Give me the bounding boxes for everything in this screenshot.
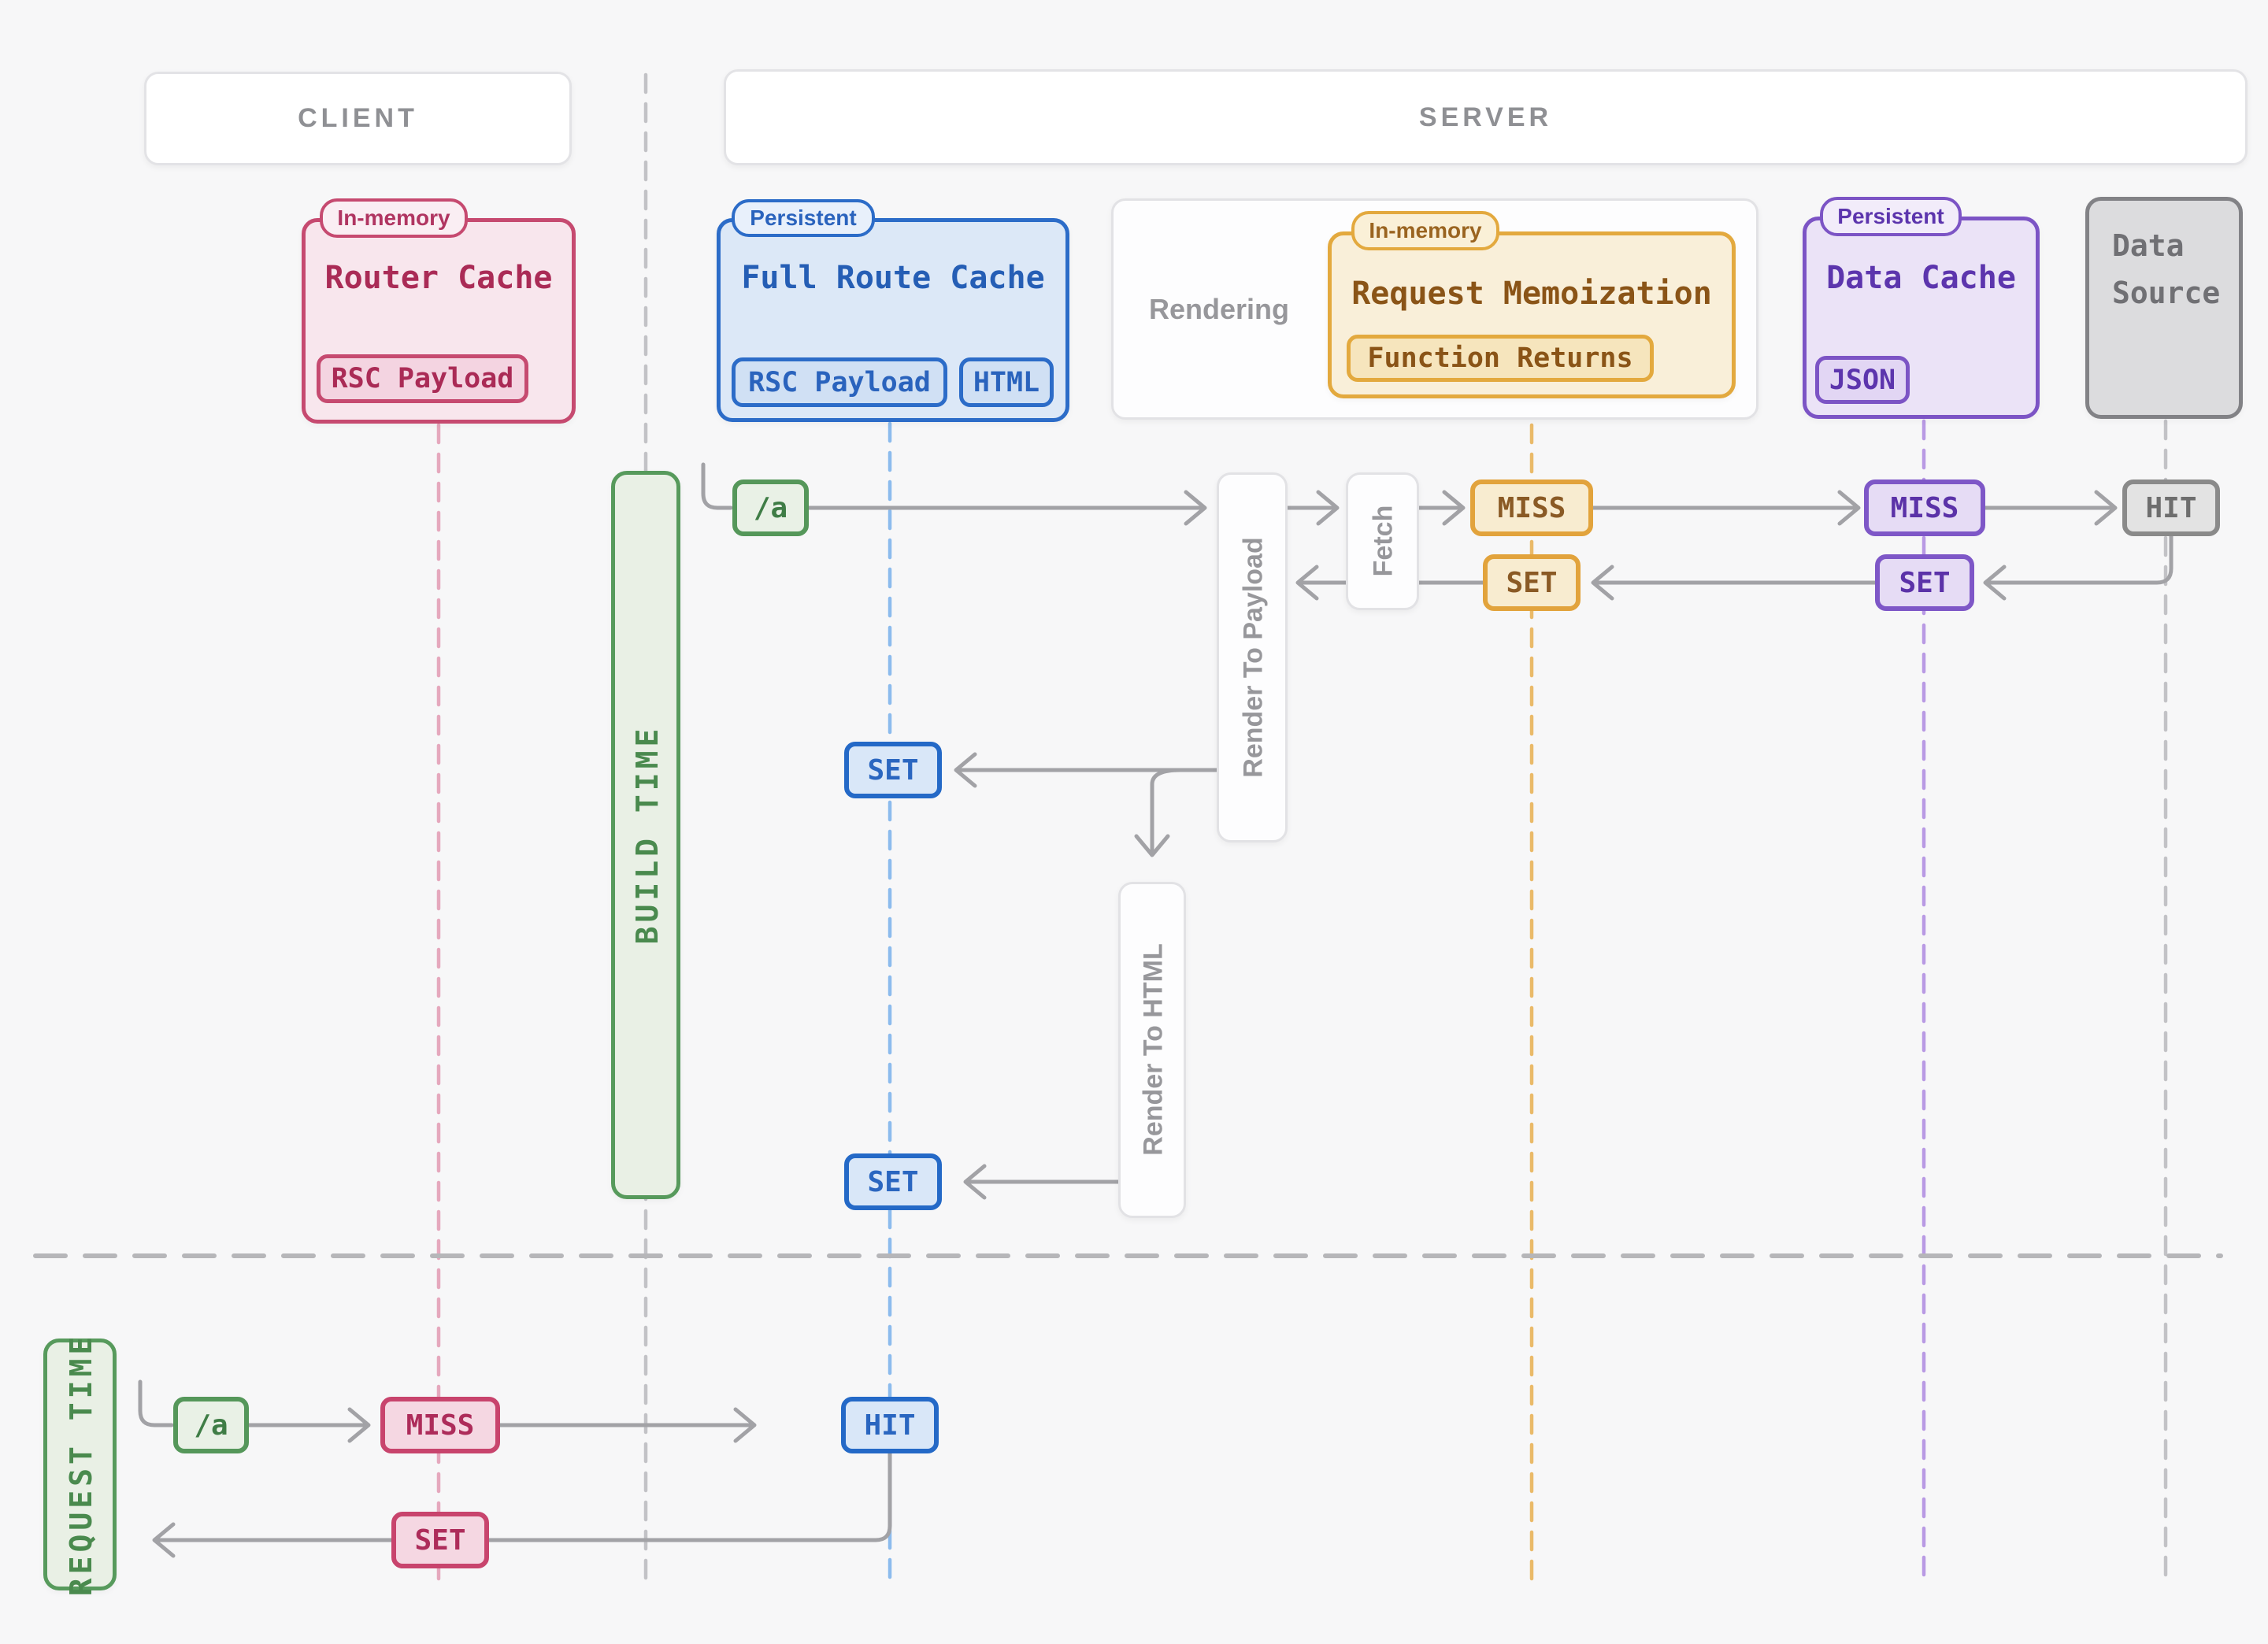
build-memo-miss-badge: MISS <box>1470 480 1593 536</box>
data-source-line1: Data <box>2112 228 2185 263</box>
build-frc-set-payload-badge: SET <box>844 742 942 798</box>
full-route-cache-badge-rsc-payload: RSC Payload <box>732 357 947 407</box>
return-hit-to-datacache-set <box>1984 534 2174 585</box>
router-cache-tag-label: In-memory <box>337 206 450 230</box>
router-cache-title: Router Cache <box>324 260 553 296</box>
data-source-box <box>2085 197 2243 419</box>
server-label: SERVER <box>1418 102 1553 132</box>
branch-payload-to-html <box>1150 768 1183 853</box>
return-frc-hit-to-client <box>154 1451 892 1542</box>
build-frc-set-html-badge: SET <box>844 1153 942 1210</box>
request-route-badge: /a <box>173 1397 249 1453</box>
request-time-bar <box>43 1339 117 1590</box>
full-route-cache-title: Full Route Cache <box>741 260 1045 296</box>
full-route-cache-badge-html: HTML <box>959 357 1054 407</box>
request-frc-hit-badge: HIT <box>841 1397 939 1453</box>
render-to-payload-label: Render To Payload <box>1238 537 1269 778</box>
render-to-html-box <box>1118 882 1186 1218</box>
build-datacache-set-badge: SET <box>1875 554 1974 611</box>
data-source-title: Data Source <box>2112 222 2220 317</box>
rendering-label: Rendering <box>1148 293 1289 325</box>
build-source-hit-badge: HIT <box>2122 480 2220 536</box>
fetch-box <box>1346 472 1419 610</box>
data-cache-tag: Persistent <box>1820 197 1962 236</box>
request-memoization-badge-function-returns: Function Returns <box>1347 335 1654 382</box>
build-time-bar <box>611 471 680 1199</box>
full-route-cache-tag-label: Persistent <box>750 206 857 230</box>
fetch-label: Fetch <box>1368 505 1399 577</box>
request-router-set-badge: SET <box>391 1512 489 1568</box>
router-cache-tag: In-memory <box>320 198 468 238</box>
request-memoization-tag-label: In-memory <box>1369 218 1482 243</box>
router-cache-badge-rsc-payload: RSC Payload <box>317 354 528 403</box>
data-cache-badge-json: JSON <box>1815 356 1910 404</box>
request-start-elbow <box>138 1379 174 1427</box>
data-cache-tag-label: Persistent <box>1837 204 1944 228</box>
client-section-header: CLIENT <box>144 72 572 165</box>
request-memoization-title: Request Memoization <box>1351 276 1712 312</box>
render-to-payload-box <box>1217 472 1288 842</box>
request-router-miss-badge: MISS <box>380 1397 500 1453</box>
build-route-badge: /a <box>732 480 809 536</box>
build-memo-set-badge: SET <box>1483 554 1581 611</box>
request-time-label: REQUEST TIME <box>64 1332 98 1597</box>
build-datacache-miss-badge: MISS <box>1864 480 1985 536</box>
render-to-html-label: Render To HTML <box>1138 943 1169 1156</box>
build-start-elbow <box>701 462 733 510</box>
request-memoization-tag: In-memory <box>1351 211 1499 250</box>
data-cache-title: Data Cache <box>1826 260 2016 296</box>
server-section-header: SERVER <box>724 69 2248 165</box>
build-time-label: BUILD TIME <box>630 724 665 945</box>
client-label: CLIENT <box>298 103 418 133</box>
data-source-line2: Source <box>2112 276 2221 310</box>
full-route-cache-tag: Persistent <box>732 199 875 237</box>
